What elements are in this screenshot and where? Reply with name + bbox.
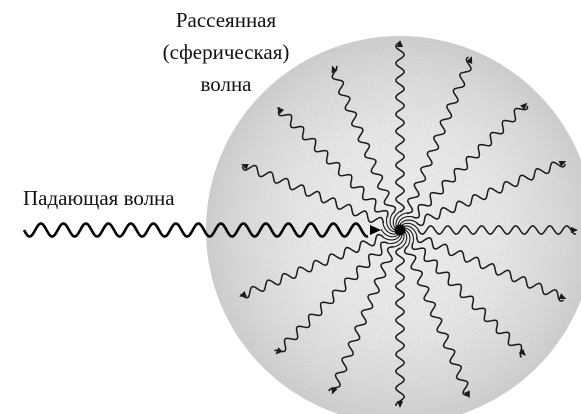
scattered-wave-ray [412,105,529,219]
scattered-wave-arrowhead [518,348,526,356]
swirl-stroke [404,229,411,249]
incident-wave [22,222,381,238]
scattered-wave-arrowhead [276,106,285,115]
scattered-wave-ray [406,56,472,215]
scattered-wave-ray [415,236,564,302]
scattered-wave-ray [274,241,388,353]
swirl-stroke [398,231,408,250]
swirl-stroke [391,233,405,248]
swirl-stroke [403,225,418,239]
scattered-wave-ray [277,107,389,218]
swirl-stroke [385,234,403,245]
scattered-wave-label-line3: волна [200,72,252,96]
scattered-wave-ray [403,246,470,397]
scattered-wave-arrowhead [239,291,247,297]
swirl-stroke [385,215,396,233]
scattered-wave-arrowhead [275,347,283,355]
scattered-wave-arrowhead [396,40,404,47]
scattered-wave-ray [416,161,566,227]
swirl-stroke [395,212,409,227]
swirl-stroke [397,215,415,226]
scattered-wave-arrowhead [571,226,578,234]
incident-wave-arrowhead [370,225,381,235]
scattered-wave-ray [241,164,385,224]
scattered-wave-ray [417,225,576,235]
scattering-center [394,224,406,236]
swirl-stroke [382,221,397,235]
scattered-wave-ray [395,247,405,406]
scattered-wave-arrowhead [396,401,404,408]
scattered-wave-arrowhead [241,163,249,170]
swirl-stroke [401,222,420,232]
scattered-waves [239,40,578,408]
incident-wave-line [22,222,369,238]
scattered-wave-ray [328,245,394,392]
scattered-wave-ray [395,41,405,213]
scattered-wave-label-line1: Рассеянная [176,8,277,32]
scattered-wave-arrowhead [466,56,473,64]
scattered-wave-arrowhead [520,102,528,110]
scattered-wave-arrowhead [558,293,567,300]
swirl-stroke [392,210,402,229]
scattered-wave-arrowhead [331,65,338,74]
swirl-stroke [380,228,399,238]
swirl-stroke [381,234,401,241]
scattered-wave-ray [240,233,384,299]
scattered-wave-arrowhead [464,390,470,399]
swirl-stroke [389,211,396,231]
incident-wave-label: Падающая волна [23,186,175,210]
swirl-stroke [404,227,415,245]
scattered-wave-arrowhead [558,160,567,167]
scattered-wave-ray [331,65,397,214]
swirl-stroke [399,219,419,226]
scattered-wave-arrowhead [331,386,338,395]
scattering-swirl [380,210,420,250]
scattered-wave-ray [411,242,523,358]
scattered-wave-label-line2: (сферическая) [163,40,290,64]
